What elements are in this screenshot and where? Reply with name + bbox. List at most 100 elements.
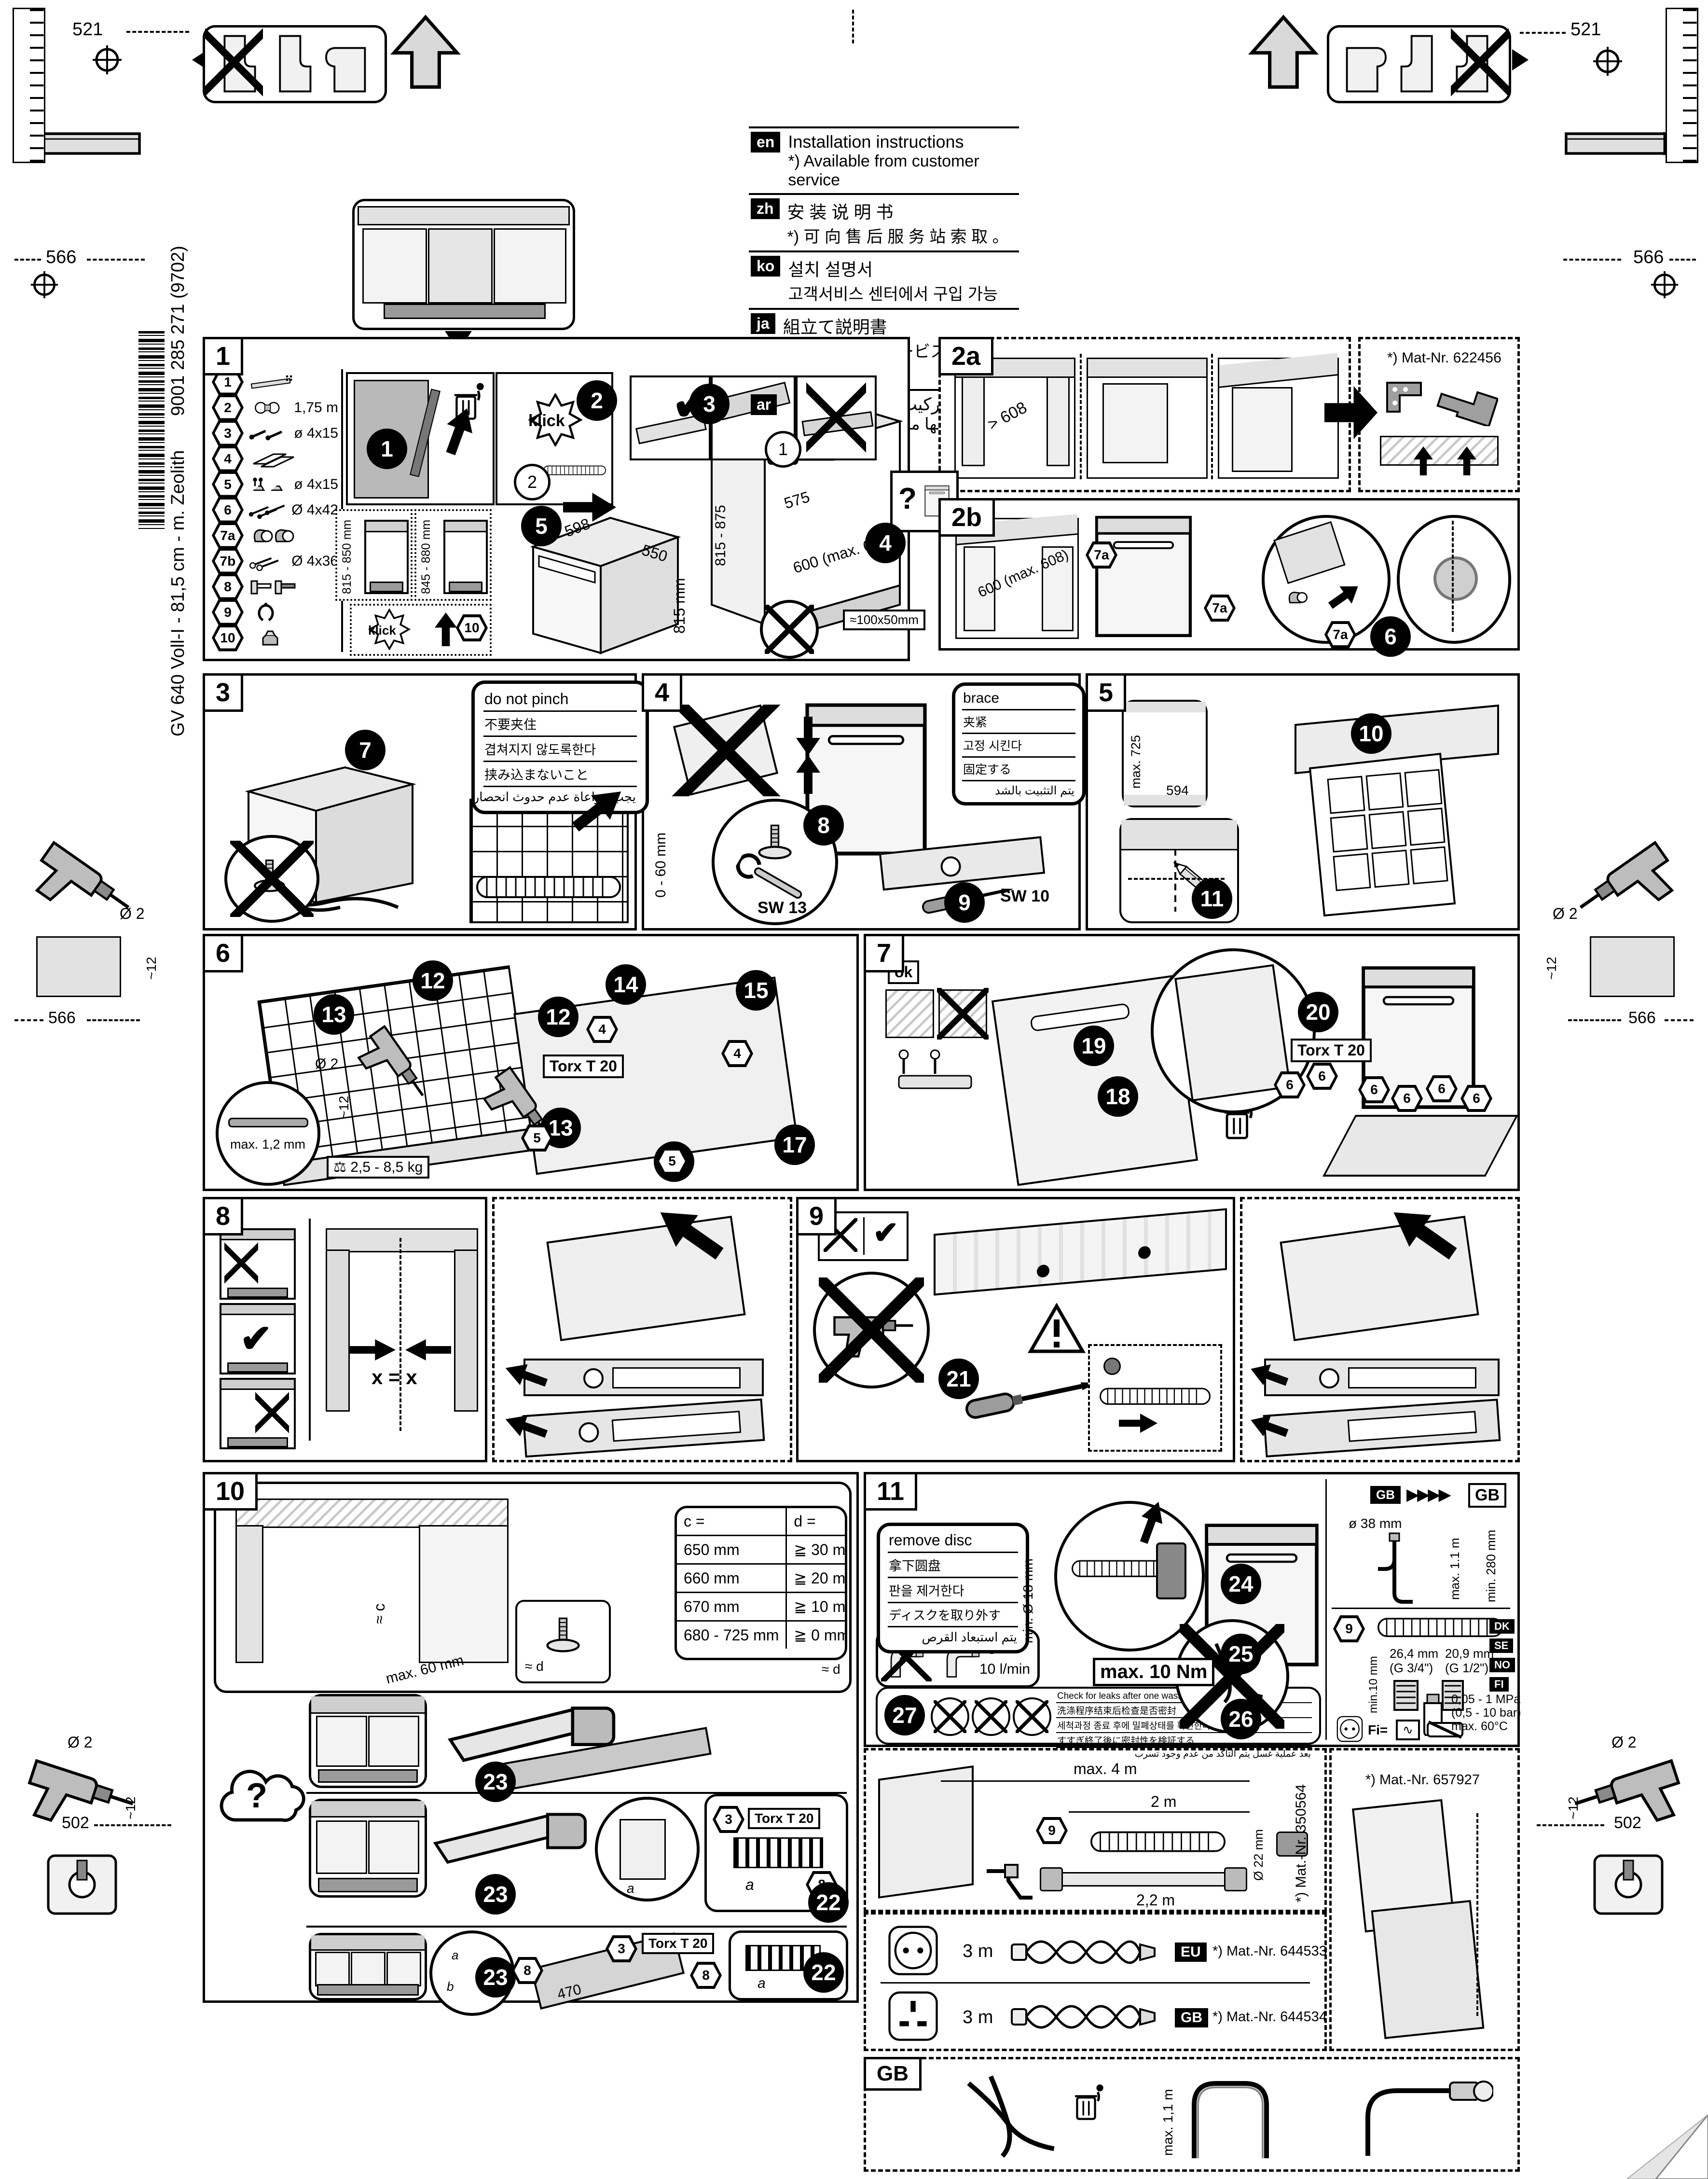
no-leak-icon-1 (931, 1697, 969, 1736)
step-12: 12 (413, 960, 453, 1001)
cross-out-icon (205, 28, 263, 97)
part-item-9: 9 (212, 598, 338, 626)
step-24: 24 (1221, 1564, 1261, 1604)
hose-icon (543, 465, 606, 475)
part-ref-3: 3 (713, 1806, 744, 1833)
flat-door-ok (885, 989, 934, 1038)
part-item-2: 2 1,75 m (212, 394, 338, 421)
part-ref-10: 10 (212, 624, 244, 652)
gap-max-12: max. 1,2 mm (230, 1137, 306, 1152)
step-8: 8 (803, 805, 844, 846)
brace-en: brace (962, 688, 1075, 710)
dim-approx-d: ≈ d (525, 1659, 544, 1674)
part-ref-6: 6 (1391, 1085, 1423, 1112)
worktop (1088, 359, 1206, 378)
d-20: ≧ 20 mm (786, 1564, 845, 1593)
drain-hose-curve-icon (1192, 2081, 1269, 2158)
pinch-ko: 겹쳐지지 않도록한다 (483, 737, 637, 762)
brace-zh: 夹紧 (962, 710, 1075, 734)
dim-521-left: 521 (72, 19, 103, 40)
panel-3-number: 3 (203, 673, 244, 712)
datum-circle-icon (1593, 47, 1622, 76)
panel-4-number: 4 (642, 673, 683, 712)
side-rail-tilted (522, 1398, 765, 1458)
gb-big-chip: GB (1468, 1483, 1506, 1508)
panel-gb-number: GB (864, 2057, 922, 2091)
lang-row-en: en Installation instructions *) Availabl… (749, 126, 1019, 193)
margin-drill-depth: ~12 (1566, 1796, 1581, 1820)
remove-ja: ディスクを取り外す (888, 1603, 1018, 1627)
worktop-underside (1380, 436, 1499, 466)
rail-pin (1319, 1368, 1339, 1388)
lang-note: 고객서비스 센터에서 구입 가능 (788, 285, 998, 304)
brace-ar: يتم التثبيت بالشد (994, 784, 1074, 797)
template-on-door-figure (1295, 704, 1499, 917)
hinge-plate-icon (47, 1854, 117, 1915)
part-item-7a: 7a (212, 522, 338, 549)
hose-nut (1224, 1867, 1247, 1891)
cross-out-icon (224, 1234, 258, 1292)
step-26: 26 (1221, 1699, 1261, 1739)
part-note: 1,75 m (294, 399, 338, 416)
margin-drill-diameter: Ø 2 (1612, 1734, 1637, 1751)
column-divider (1325, 1479, 1329, 1740)
dim-line (87, 259, 145, 261)
alignment-wrong-1 (220, 1228, 296, 1300)
arrow-icon (405, 1339, 451, 1360)
foot-cap-icon (262, 630, 278, 645)
arrow-icon (1119, 1414, 1157, 1433)
bowed-door-wrong (937, 988, 989, 1040)
check-icon: ✔ (240, 1317, 273, 1360)
panel-edge-board (1590, 936, 1675, 997)
lang-code-chip: ja (751, 313, 775, 334)
thread-g34: (G 3/4") (1390, 1661, 1433, 1675)
part-ref-2: 2 (212, 394, 244, 421)
step-5: 5 (521, 506, 562, 546)
mat-number-644533: *) Mat.-Nr. 644533 (1212, 1943, 1327, 1959)
pressure-mpa: 0,05 - 1 MPa (1451, 1693, 1521, 1706)
drill-icon (15, 824, 146, 945)
part-ref-6: 6 (212, 496, 244, 524)
panel-7-number: 7 (864, 934, 905, 972)
dim-line (87, 1019, 140, 1021)
hose-clip-icon (258, 602, 274, 621)
pinch-zh: 不要夹住 (483, 712, 637, 737)
mounting-strip-icon (250, 375, 292, 389)
pressure-bar: (0,5 - 10 bar) (1451, 1706, 1521, 1720)
dim-min-18: min. Ø 18 mm (1020, 1558, 1035, 1643)
band (1124, 795, 1206, 805)
dim-approx-c: ≈ c (371, 1603, 388, 1624)
lang-code-chip: zh (751, 198, 780, 219)
fi-label: Fi= (1368, 1722, 1388, 1737)
dishwasher-side (419, 1525, 509, 1663)
brace-ko: 고정 시킨다 (962, 734, 1075, 758)
drill-icon (1564, 1741, 1698, 1850)
panel-10: 10 ≈ c max. 60 mm ≈ d c =d = 650 mm≧ 30 … (203, 1472, 859, 2016)
no-pinch-detail (224, 835, 319, 923)
saw-plinth-icon (432, 1807, 591, 1875)
temp-max: max. 60°C (1451, 1720, 1508, 1733)
fixing-point (1037, 1264, 1049, 1278)
part-ref-9: 9 (1036, 1817, 1068, 1844)
panel-11-number: 11 (864, 1472, 918, 1511)
pads-icon (253, 453, 294, 467)
no-tilt-figure (666, 704, 786, 796)
cutout-size: ≈100x50mm (843, 610, 925, 630)
remove-zh: 拿下圆盘 (888, 1553, 1018, 1578)
dim-line (14, 259, 41, 261)
arrow-icon (350, 1339, 396, 1360)
brace-box: brace 夹紧 고정 시킨다 固定する يتم التثبيت بالشد (952, 682, 1086, 805)
part-item-4: 4 (212, 445, 338, 472)
cross-out-icon (666, 705, 786, 796)
part-ref-9: 9 (212, 598, 244, 626)
dim-niche-height: 815 - 875 (713, 505, 729, 566)
door-panel-lower (1371, 1900, 1485, 2040)
dim-line (1520, 32, 1566, 34)
step-11: 11 (1192, 878, 1232, 919)
question-mark: ? (246, 1777, 267, 1815)
grommet (1103, 1358, 1121, 1375)
d-10: ≧ 10 mm (786, 1592, 845, 1622)
part-ref-8: 8 (511, 1957, 543, 1984)
